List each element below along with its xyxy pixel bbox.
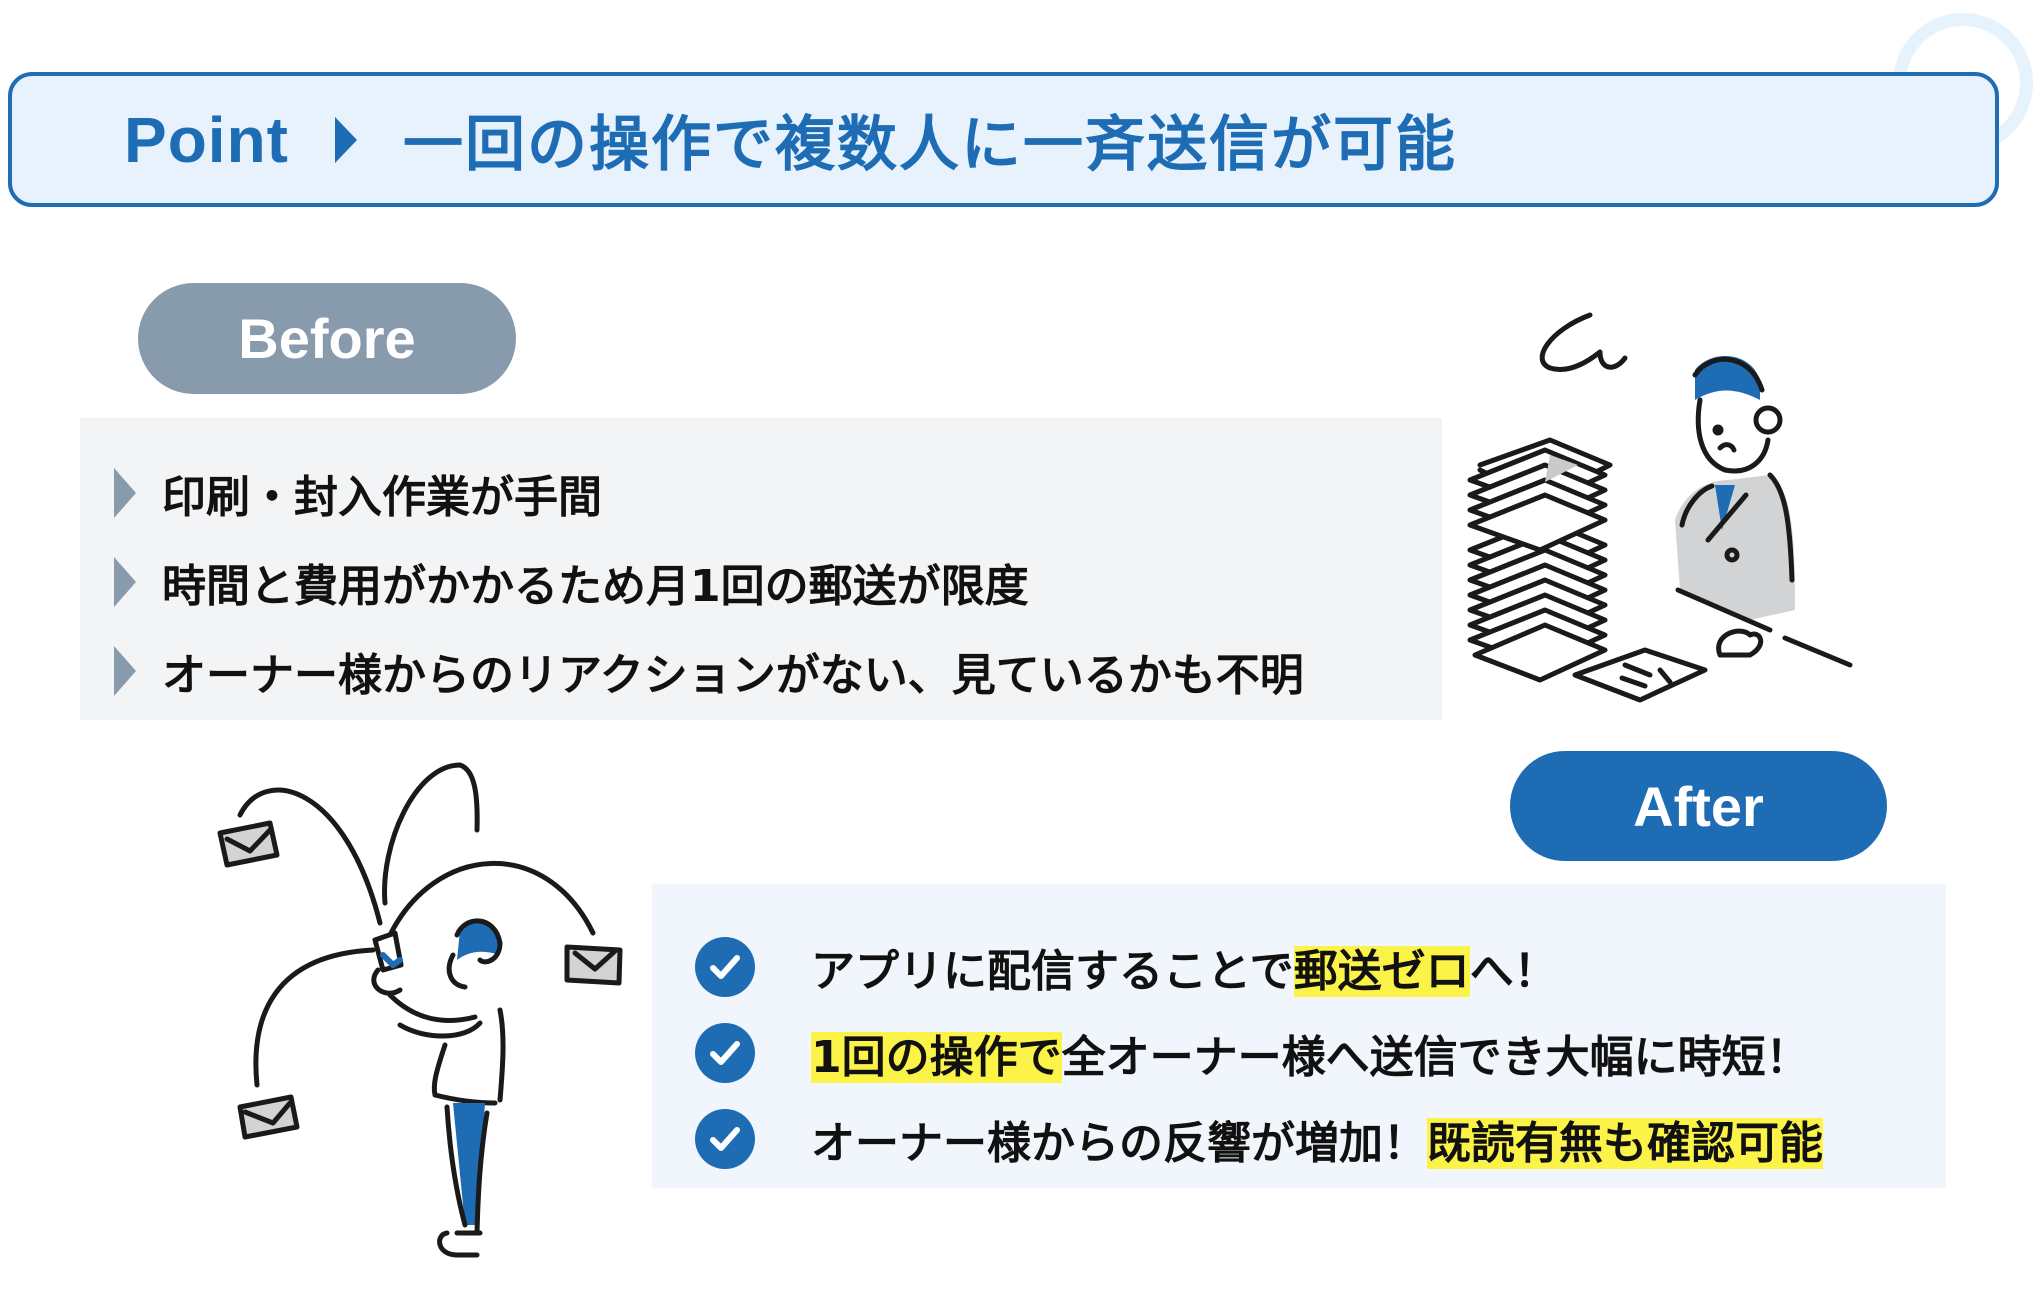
triangle-right-icon bbox=[114, 645, 136, 696]
list-item: 1回の操作で全オーナー様へ送信でき大幅に時短！ bbox=[652, 1010, 1946, 1096]
list-item: オーナー様からのリアクションがない、見ているかも不明 bbox=[80, 626, 1442, 715]
triangle-right-icon bbox=[334, 116, 357, 163]
envelope-icon bbox=[564, 944, 623, 986]
person-sending-mail-illustration bbox=[217, 762, 623, 1258]
list-item: アプリに配信することで郵送ゼロへ！ bbox=[652, 924, 1946, 1010]
point-label: Point bbox=[124, 103, 289, 176]
envelope-icon bbox=[217, 820, 280, 868]
before-item-text: 時間と費用がかかるため月1回の郵送が限度 bbox=[162, 560, 1029, 612]
after-badge: After bbox=[1510, 751, 1887, 861]
page-title: 一回の操作で複数人に一斉送信が可能 bbox=[402, 110, 1457, 180]
after-item-text: アプリに配信することで郵送ゼロへ！ bbox=[811, 946, 1558, 997]
list-item: 時間と費用がかかるため月1回の郵送が限度 bbox=[80, 537, 1442, 626]
highlight: 郵送ゼロ bbox=[1293, 946, 1470, 997]
stressed-businessman-illustration bbox=[1467, 312, 1853, 703]
check-circle-icon bbox=[695, 937, 755, 997]
check-circle-icon bbox=[695, 1109, 755, 1169]
before-item-text: 印刷・封入作業が手間 bbox=[162, 471, 602, 523]
check-circle-icon bbox=[695, 1023, 755, 1083]
triangle-right-icon bbox=[114, 556, 136, 607]
before-badge: Before bbox=[138, 283, 516, 394]
before-panel: 印刷・封入作業が手間 時間と費用がかかるため月1回の郵送が限度 オーナー様からの… bbox=[80, 418, 1442, 720]
after-item-text: 1回の操作で全オーナー様へ送信でき大幅に時短！ bbox=[811, 1032, 1810, 1083]
after-item-text: オーナー様からの反響が増加！既読有無も確認可能 bbox=[811, 1118, 1823, 1169]
after-label: After bbox=[1633, 774, 1764, 838]
before-item-text: オーナー様からのリアクションがない、見ているかも不明 bbox=[162, 649, 1304, 701]
point-banner: Point 一回の操作で複数人に一斉送信が可能 bbox=[8, 72, 1999, 207]
envelope-icon bbox=[237, 1094, 300, 1140]
list-item: オーナー様からの反響が増加！既読有無も確認可能 bbox=[652, 1096, 1946, 1182]
after-panel: アプリに配信することで郵送ゼロへ！ 1回の操作で全オーナー様へ送信でき大幅に時短… bbox=[652, 884, 1946, 1188]
highlight: 既読有無も確認可能 bbox=[1427, 1118, 1823, 1169]
triangle-right-icon bbox=[114, 467, 136, 518]
highlight: 1回の操作で bbox=[811, 1032, 1062, 1083]
list-item: 印刷・封入作業が手間 bbox=[80, 448, 1442, 537]
before-label: Before bbox=[238, 307, 416, 370]
